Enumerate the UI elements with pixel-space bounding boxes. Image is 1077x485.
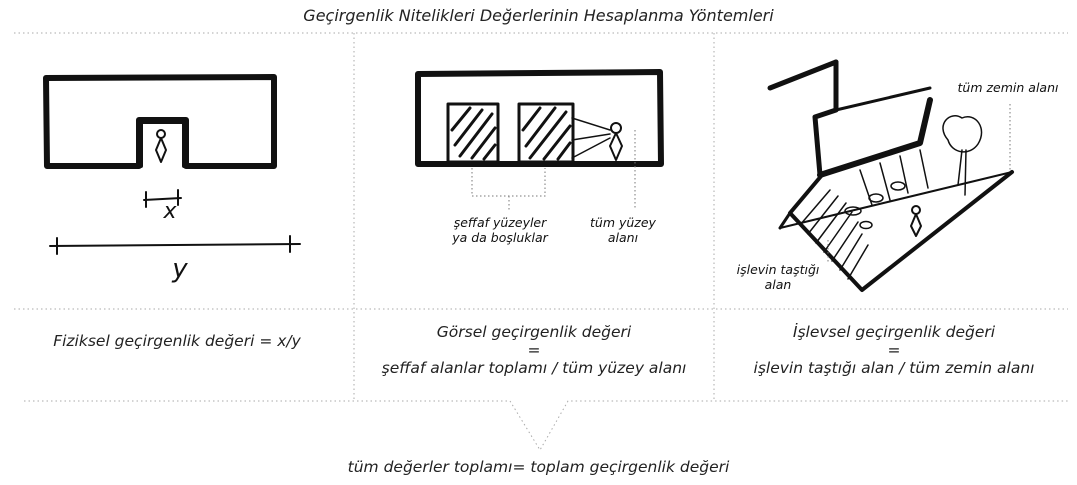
overflow-label-line2: alan: [764, 277, 792, 292]
total-surface-label-line1: tüm yüzey: [590, 215, 656, 230]
dimension-label-y: y: [172, 254, 188, 284]
functional-formula-line1: İşlevsel geçirgenlik değeri: [792, 323, 996, 341]
physical-sketch: [43, 74, 301, 255]
physical-formula-line1: Fiziksel geçirgenlik değeri = x/y: [53, 332, 301, 350]
total-surface-label-line2: alanı: [607, 230, 639, 245]
visual-leader-lines: [471, 130, 636, 210]
visual-formula-line1: Görsel geçirgenlik değeri: [436, 323, 632, 341]
diagram-title: Geçirgenlik Nitelikleri Değerlerinin Hes…: [303, 6, 774, 25]
visual-formula-line3: şeffaf alanlar toplamı / tüm yüzey alanı: [381, 359, 687, 377]
functional-formula: İşlevsel geçirgenlik değeri = işlevin ta…: [714, 321, 1074, 379]
functional-sketch: [767, 59, 1014, 292]
transparent-label-line2: ya da boşluklar: [452, 230, 548, 245]
overflow-label-line1: işlevin taştığı: [736, 262, 820, 277]
dimension-label-x: x: [163, 199, 177, 224]
transparent-surfaces-label: şeffaf yüzeyler ya da boşluklar: [440, 215, 560, 245]
functional-formula-line2: =: [887, 341, 901, 359]
visual-sketch: [415, 69, 664, 167]
visual-formula: Görsel geçirgenlik değeri = şeffaf alanl…: [354, 321, 714, 379]
total-formula: tüm değerler toplamı= toplam geçirgenlik…: [347, 458, 730, 476]
floor-area-label: tüm zemin alanı: [957, 80, 1059, 95]
overflow-area-label: işlevin taştığı alan: [722, 262, 834, 292]
functional-leader-lines: [827, 104, 1011, 262]
total-surface-label: tüm yüzey alanı: [588, 215, 658, 245]
visual-formula-line2: =: [527, 341, 541, 359]
transparent-label-line1: şeffaf yüzeyler: [453, 215, 547, 230]
functional-formula-line3: işlevin taştığı alan / tüm zemin alanı: [753, 359, 1035, 377]
physical-formula: Fiziksel geçirgenlik değeri = x/y: [0, 330, 354, 352]
bottom-divider-arrow: [24, 400, 1068, 451]
